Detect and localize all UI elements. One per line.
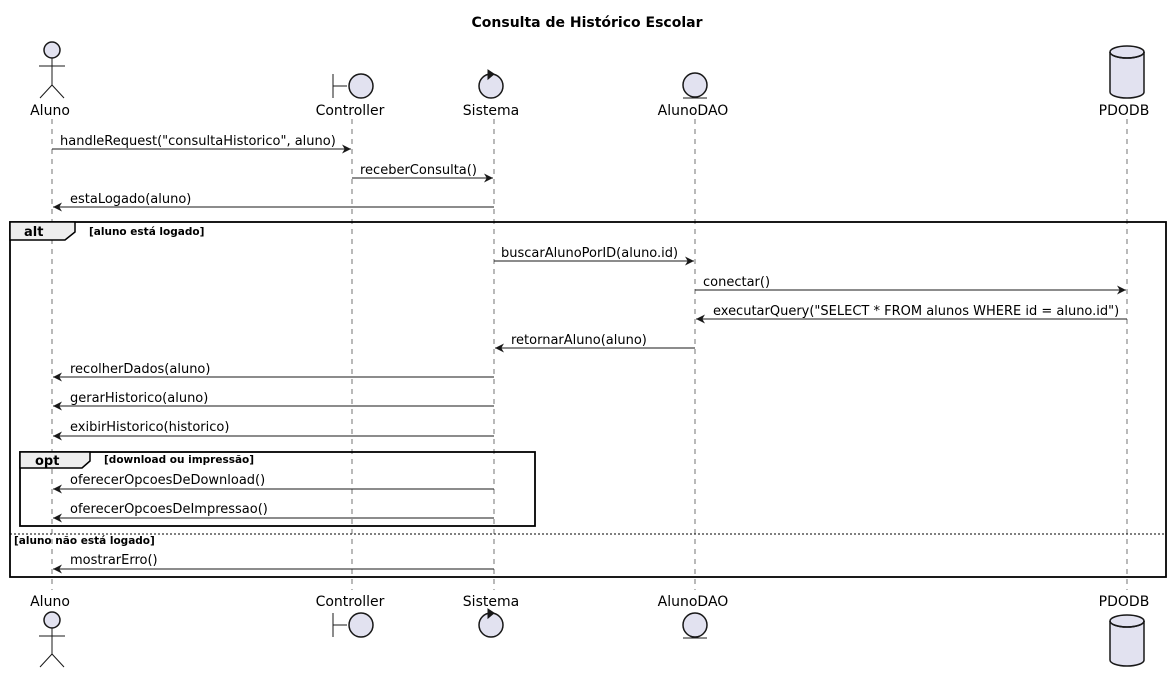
participant-label-alunodao: AlunoDAO	[658, 103, 729, 119]
opt-fragment: opt [download ou impressão]	[19, 451, 536, 527]
boundary-icon	[332, 73, 374, 99]
actor-icon	[39, 41, 65, 99]
alt-keyword: alt	[24, 225, 43, 240]
participant-label-controller: Controller	[316, 103, 385, 119]
svg-text:conectar(): conectar()	[703, 275, 770, 290]
svg-text:oferecerOpcoesDeImpressao(): oferecerOpcoesDeImpressao()	[70, 502, 268, 517]
control-icon	[478, 69, 504, 99]
actor-icon	[39, 611, 65, 668]
opt-guard: [download ou impressão]	[104, 454, 254, 466]
svg-text:gerarHistorico(aluno): gerarHistorico(aluno)	[70, 391, 208, 406]
message-exibir-historico: exibirHistorico(historico)	[53, 420, 494, 441]
boundary-icon	[332, 612, 374, 638]
message-impressao: oferecerOpcoesDeImpressao()	[53, 502, 494, 523]
message-gerar-historico: gerarHistorico(aluno)	[53, 391, 494, 411]
entity-icon	[682, 72, 708, 99]
svg-text:exibirHistorico(historico): exibirHistorico(historico)	[70, 420, 229, 435]
participant-footer-pdodb: PDODB	[1099, 594, 1150, 610]
message-esta-logado: estaLogado(aluno)	[53, 192, 494, 212]
svg-text:executarQuery("SELECT * FROM a: executarQuery("SELECT * FROM alunos WHER…	[713, 304, 1119, 319]
message-retornar-aluno: retornarAluno(aluno)	[495, 333, 695, 353]
svg-text:mostrarErro(): mostrarErro()	[70, 553, 158, 568]
message-conectar: conectar()	[695, 275, 1126, 295]
svg-text:oferecerOpcoesDeDownload(): oferecerOpcoesDeDownload()	[70, 473, 265, 488]
message-executar-query: executarQuery("SELECT * FROM alunos WHER…	[696, 304, 1127, 324]
svg-text:buscarAlunoPorID(aluno.id): buscarAlunoPorID(aluno.id)	[501, 246, 678, 261]
message-recolher-dados: recolherDados(aluno)	[53, 362, 494, 382]
participant-label-pdodb: PDODB	[1099, 103, 1150, 119]
message-download: oferecerOpcoesDeDownload()	[53, 473, 494, 494]
message-handle-request: handleRequest("consultaHistorico", aluno…	[52, 134, 351, 154]
participant-footer-controller: Controller	[316, 594, 385, 610]
participant-label-aluno: Aluno	[30, 103, 70, 119]
svg-text:recolherDados(aluno): recolherDados(aluno)	[70, 362, 210, 377]
control-icon	[478, 608, 504, 638]
participant-footer-aluno: Aluno	[30, 594, 70, 610]
diagram-title: Consulta de Histórico Escolar	[472, 15, 703, 31]
participant-footer-sistema: Sistema	[463, 594, 519, 610]
message-receber-consulta: receberConsulta()	[352, 163, 493, 183]
svg-text:estaLogado(aluno): estaLogado(aluno)	[70, 192, 191, 207]
database-icon	[1109, 45, 1145, 99]
entity-icon	[682, 612, 708, 639]
alt-else-guard: [aluno não está logado]	[14, 535, 155, 547]
svg-text:handleRequest("consultaHistori: handleRequest("consultaHistorico", aluno…	[60, 134, 336, 149]
participant-label-sistema: Sistema	[463, 103, 519, 119]
database-icon	[1109, 614, 1145, 667]
alt-fragment: alt [aluno está logado] [aluno não está …	[9, 221, 1167, 578]
alt-guard: [aluno está logado]	[89, 226, 204, 238]
message-buscar-aluno: buscarAlunoPorID(aluno.id)	[494, 246, 694, 266]
message-mostrar-erro: mostrarErro()	[53, 553, 494, 574]
svg-text:receberConsulta(): receberConsulta()	[360, 163, 477, 178]
participant-footer-alunodao: AlunoDAO	[658, 594, 729, 610]
opt-keyword: opt	[35, 454, 59, 469]
svg-text:retornarAluno(aluno): retornarAluno(aluno)	[511, 333, 647, 348]
